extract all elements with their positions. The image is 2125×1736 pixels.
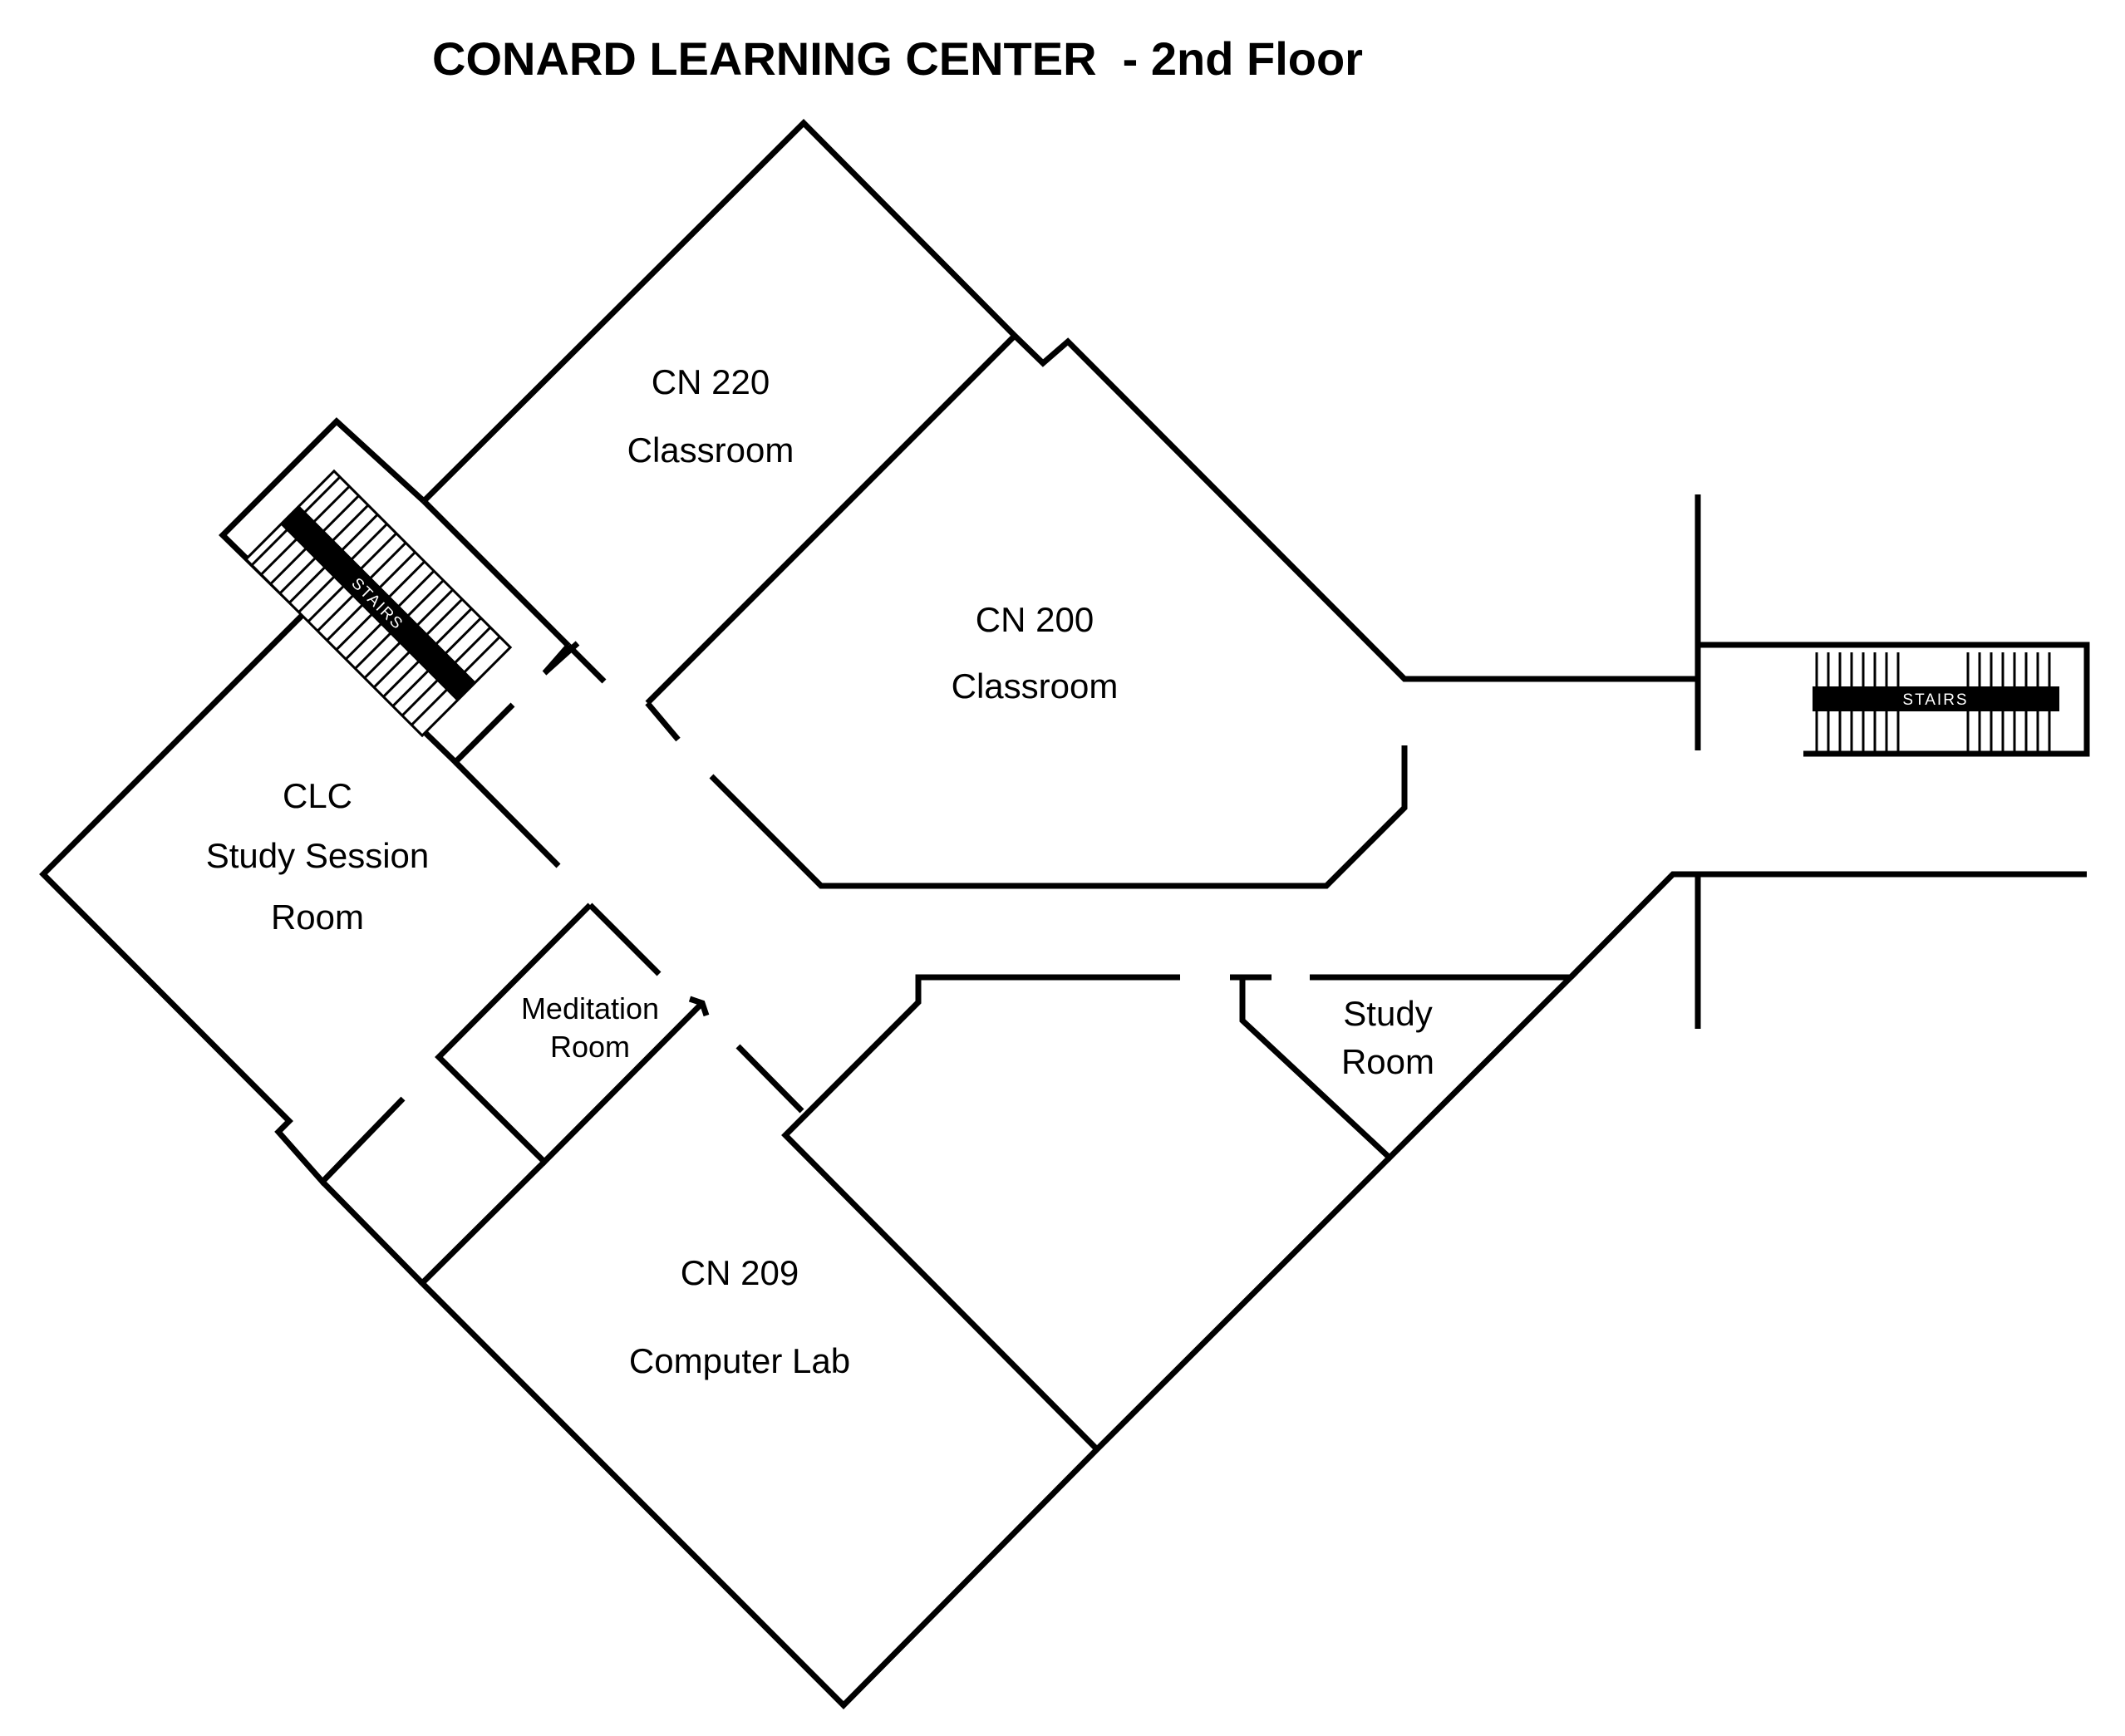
cn209-upper-left [735,1044,804,1114]
right-stairwell-wall [1698,642,2090,757]
left-stairs-band [280,505,476,701]
cn209-name: Computer Lab [629,1341,850,1380]
map-title: CONARD LEARNING CENTER - 2nd Floor [432,32,1363,85]
meditation-walls [435,902,705,1166]
cn200-number: CN 200 [976,600,1094,639]
right-stairs-label: STAIRS [1902,691,1968,709]
clc-line1: CLC [283,776,352,815]
stair-hall-door [542,641,580,676]
clc-walls [39,612,406,1187]
meditation-line2: Room [550,1030,630,1064]
right-stairs: STAIRS [1813,652,2059,754]
clc-line2: Study Session [206,836,430,875]
meditation-line1: Meditation [521,991,659,1025]
study-room-walls [1239,974,1578,1162]
cn200-lower-walls [645,701,681,742]
cn209-left-wall [320,1179,425,1286]
cn209-outline [418,1155,1392,1709]
cn220-walls [421,119,1698,682]
study-line1: Study [1343,994,1432,1033]
lower-corridor-wall [1568,871,2087,980]
cn200-name: Classroom [952,666,1119,706]
cn220-number: CN 220 [652,362,770,401]
left-stairs: STAIRS [243,469,513,738]
cn209-divider [781,974,1180,1452]
walls [39,119,2090,1709]
clc-line3: Room [271,898,364,937]
cn220-cn200-divider [645,333,1017,706]
cn209-number: CN 209 [681,1253,799,1292]
cn220-name: Classroom [627,430,794,470]
cn220-lower-wall [421,499,571,648]
study-line2: Room [1341,1042,1434,1081]
meditation-top-wall [588,902,662,976]
meditation-door-stub [688,996,710,1017]
cn220-lower-wall-2 [566,643,607,684]
right-stairs-band [1813,686,2059,711]
cn200-bottom [709,745,1408,889]
clc-right-wall [453,760,561,868]
